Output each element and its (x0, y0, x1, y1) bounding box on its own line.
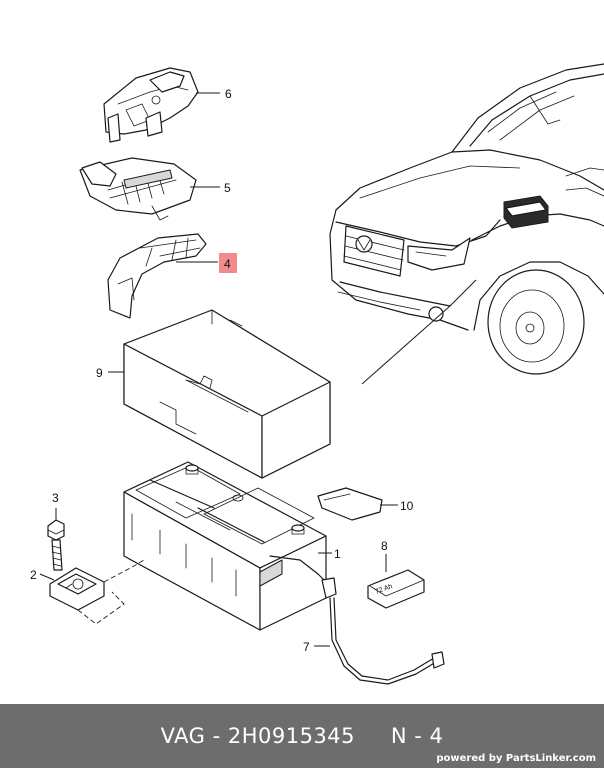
callout-10: 10 (400, 499, 414, 513)
footer-callout-ref: N - 4 (390, 724, 444, 748)
footer-bar: VAG - 2H0915345 N - 4 powered by PartsLi… (0, 704, 604, 768)
callout-1: 1 (334, 547, 341, 561)
callout-4-highlight (219, 253, 237, 273)
callout-4: 4 (224, 257, 231, 271)
callout-2: 2 (30, 568, 37, 582)
footer-caption: VAG - 2H0915345 N - 4 (0, 704, 604, 768)
part-7-cable (269, 555, 445, 685)
part-10-bracket (317, 487, 398, 521)
part-4-cover (107, 233, 218, 319)
callout-9: 9 (96, 366, 103, 380)
footer-part-number: 2H0915345 (227, 724, 356, 748)
powered-by-link[interactable]: powered by PartsLinker.com (436, 753, 596, 764)
callout-6: 6 (225, 87, 232, 101)
part-9-battery-box (108, 309, 331, 479)
parts-diagram: 72 Ah 6 5 4 9 3 2 1 10 8 7 (30, 63, 604, 685)
vehicle-illustration (329, 63, 604, 385)
callout-5: 5 (224, 181, 231, 195)
part-3-bolt (47, 508, 65, 571)
callout-8: 8 (381, 539, 388, 553)
part-8-battery-label: 72 Ah (367, 554, 425, 609)
callout-3: 3 (52, 491, 59, 505)
part-2-clamp (39, 559, 145, 625)
footer-separator: - (205, 724, 228, 748)
part-1-battery (123, 461, 332, 631)
part-5-fuse-carrier (79, 157, 220, 221)
part-6-cover (103, 67, 220, 143)
callout-7: 7 (303, 640, 310, 654)
footer-brand: VAG (160, 724, 206, 748)
